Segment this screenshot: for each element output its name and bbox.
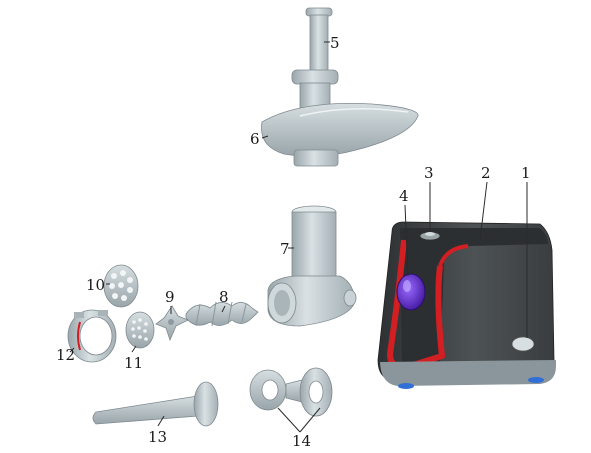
leader-11 (131, 345, 137, 353)
part-13-sausage-tube (92, 381, 219, 427)
callout-6: 6 (250, 130, 260, 148)
leader-13 (157, 415, 165, 427)
leader-lines (69, 41, 528, 433)
part-9-cutting-blade (155, 305, 189, 342)
part-1-reverse-button (511, 336, 535, 352)
callout-1: 1 (521, 164, 531, 182)
leader-6 (261, 135, 269, 139)
callout-5: 5 (330, 34, 340, 52)
callout-7: 7 (280, 240, 290, 258)
part-3-release-button (419, 231, 441, 241)
leader-14b (299, 407, 321, 433)
callout-labels: 1 2 3 4 5 6 7 8 9 10 11 12 13 14 (56, 34, 531, 450)
leader-4 (404, 204, 409, 277)
callout-14: 14 (292, 432, 311, 450)
leader-8 (221, 305, 226, 313)
callout-4: 4 (399, 187, 409, 205)
callout-13: 13 (148, 428, 167, 446)
callout-2: 2 (481, 164, 491, 182)
part-4-on-off-switch (396, 273, 426, 311)
leader-2 (479, 181, 488, 241)
callout-10: 10 (86, 276, 105, 294)
part-10-coarse-plate (103, 264, 139, 308)
part-8-feed-screw (185, 301, 259, 327)
part-12-ring-nut (67, 309, 117, 363)
part-11-fine-plate (125, 311, 155, 349)
motor-housing (377, 221, 556, 389)
callout-8: 8 (219, 288, 229, 306)
leader-14a (277, 407, 301, 433)
callout-11: 11 (124, 354, 143, 372)
part-6-feeding-tray (261, 103, 419, 167)
part-7-mincer-head (267, 205, 357, 327)
part-14-kibbe-attachment (249, 367, 333, 417)
callout-3: 3 (424, 164, 434, 182)
leader-12 (69, 347, 75, 353)
callout-9: 9 (165, 288, 175, 306)
callout-12: 12 (56, 346, 75, 364)
